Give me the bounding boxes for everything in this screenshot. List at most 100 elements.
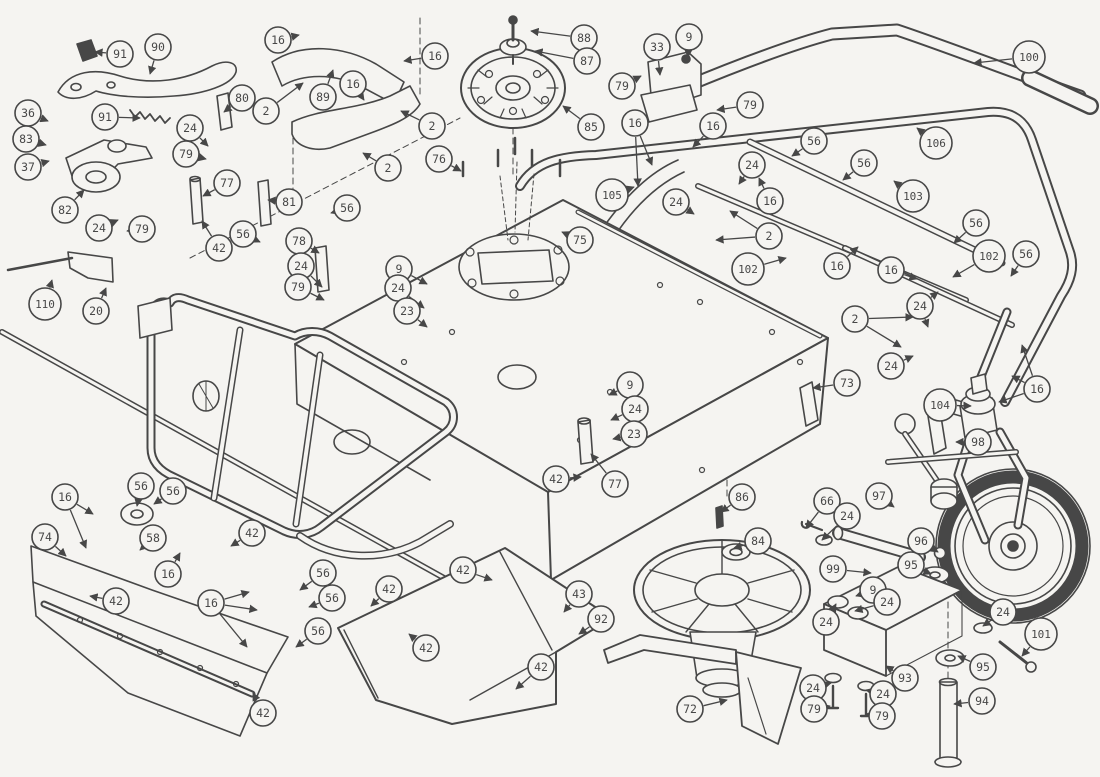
part-shield-74-flap <box>32 581 268 737</box>
callout-103-balloon <box>896 179 930 213</box>
callout-24-leader-line <box>865 687 875 696</box>
callout-79-number: 79 <box>875 709 889 723</box>
callout-42: 42 <box>249 692 277 727</box>
callout-74-balloon <box>31 523 59 551</box>
callout-74-leader-line <box>54 545 67 557</box>
callout-79-number: 79 <box>179 147 193 161</box>
callout-75-leader-line <box>561 231 571 239</box>
callout-101-balloon <box>1024 617 1058 651</box>
callout-56-balloon <box>800 127 828 155</box>
part-blade-bar-72 <box>603 634 737 665</box>
callout-56-balloon <box>159 477 187 505</box>
part-frame-tube-inner-b-inner <box>294 353 322 526</box>
callout-2-leader-line <box>276 82 304 104</box>
callout-24-balloon <box>662 188 690 216</box>
callout-77: 77 <box>202 169 241 197</box>
callout-56-balloon <box>333 194 361 222</box>
callout-72: 72 <box>676 695 728 723</box>
callout-24-leader-line <box>828 603 837 613</box>
callout-37: 37 <box>14 153 50 181</box>
callout-42-leader-line <box>408 633 418 643</box>
callout-16-leader-line <box>846 246 859 258</box>
callout-2-balloon <box>841 305 869 333</box>
callout-56-number: 56 <box>325 591 339 605</box>
callout-56: 56 <box>1010 240 1040 277</box>
callout-92-balloon <box>587 605 615 633</box>
callout-79-leader-line <box>197 153 207 162</box>
callout-110-balloon <box>28 287 62 321</box>
callout-42-number: 42 <box>109 594 123 608</box>
part-spindle-plate-75-pattern <box>477 249 554 285</box>
callout-82-leader-line <box>74 189 85 201</box>
callout-16-number: 16 <box>706 119 720 133</box>
callout-16: 16 <box>877 256 918 284</box>
callout-42-balloon <box>238 519 266 547</box>
callout-56-leader-line <box>842 171 854 181</box>
callout-24: 24 <box>906 291 939 328</box>
callout-86-balloon <box>728 483 756 511</box>
callout-24-leader-line <box>738 175 747 185</box>
callout-16: 16 <box>154 552 182 588</box>
callout-23: 23 <box>612 420 648 448</box>
callout-42-number: 42 <box>256 706 270 720</box>
callout-56-leader-line <box>330 206 340 215</box>
callout-16-balloon <box>264 26 292 54</box>
callout-92-number: 92 <box>594 612 608 626</box>
part-deck-holes-dot <box>400 358 408 366</box>
part-caster-wheel-rim2 <box>962 495 1064 597</box>
callout-95-balloon <box>969 653 997 681</box>
callout-100-balloon <box>1012 40 1046 74</box>
callout-103-number: 103 <box>903 190 923 203</box>
callout-33: 33 <box>643 33 671 76</box>
part-washer-95-lower <box>935 649 965 667</box>
callout-24: 24 <box>85 214 119 242</box>
callout-75-balloon <box>566 226 594 254</box>
callout-97-leader-line <box>885 499 895 508</box>
callout-102: 102 <box>731 252 787 286</box>
callout-56-leader-line <box>791 148 803 157</box>
part-scraper-blade-74-inner <box>42 602 254 696</box>
callout-56: 56 <box>308 584 346 612</box>
callout-94-number: 94 <box>975 694 989 708</box>
callout-94: 94 <box>953 687 996 715</box>
callout-24-leader-line <box>310 275 323 288</box>
part-chute-92-fold-a <box>499 551 553 651</box>
callout-23-leader-line <box>612 433 622 442</box>
callout-42-leader-line <box>230 538 241 547</box>
callout-102-leader-line <box>764 256 787 265</box>
callout-76-number: 76 <box>432 152 446 166</box>
callout-2: 2 <box>252 82 304 125</box>
callout-95-leader-line <box>957 655 971 663</box>
callout-24-number: 24 <box>876 687 890 701</box>
part-idler-pulley-front <box>120 502 154 526</box>
callout-16-number: 16 <box>428 49 442 63</box>
callout-95-balloon <box>897 551 925 579</box>
part-rod-77-upper-top <box>189 175 201 183</box>
part-frame-plate <box>137 297 173 339</box>
callout-93: 93 <box>885 664 919 692</box>
callout-42: 42 <box>408 633 440 662</box>
callout-24-number: 24 <box>391 281 405 295</box>
callout-79-number: 79 <box>615 79 629 93</box>
callout-24-balloon <box>85 214 113 242</box>
callout-42-number: 42 <box>456 563 470 577</box>
callout-43-leader-line <box>563 603 573 613</box>
callout-95: 95 <box>897 551 932 579</box>
callout-16-leader-line <box>758 177 767 189</box>
callout-24: 24 <box>854 588 901 616</box>
callout-24-number: 24 <box>294 259 308 273</box>
callout-42-number: 42 <box>549 472 563 486</box>
part-deck-mount-bolts <box>461 136 562 178</box>
callout-98-balloon <box>964 428 992 456</box>
callout-106-leader-line <box>916 127 926 137</box>
part-deck-holes-dot <box>448 328 456 336</box>
callout-106-number: 106 <box>926 137 946 150</box>
callout-9: 9 <box>675 23 703 58</box>
callout-2: 2 <box>715 210 783 250</box>
callout-24-number: 24 <box>996 605 1010 619</box>
callout-56-leader-line <box>299 580 313 591</box>
callout-89-number: 89 <box>316 90 330 104</box>
part-rod-81 <box>257 179 272 227</box>
callout-24-balloon <box>989 598 1017 626</box>
callout-16-balloon <box>877 256 905 284</box>
